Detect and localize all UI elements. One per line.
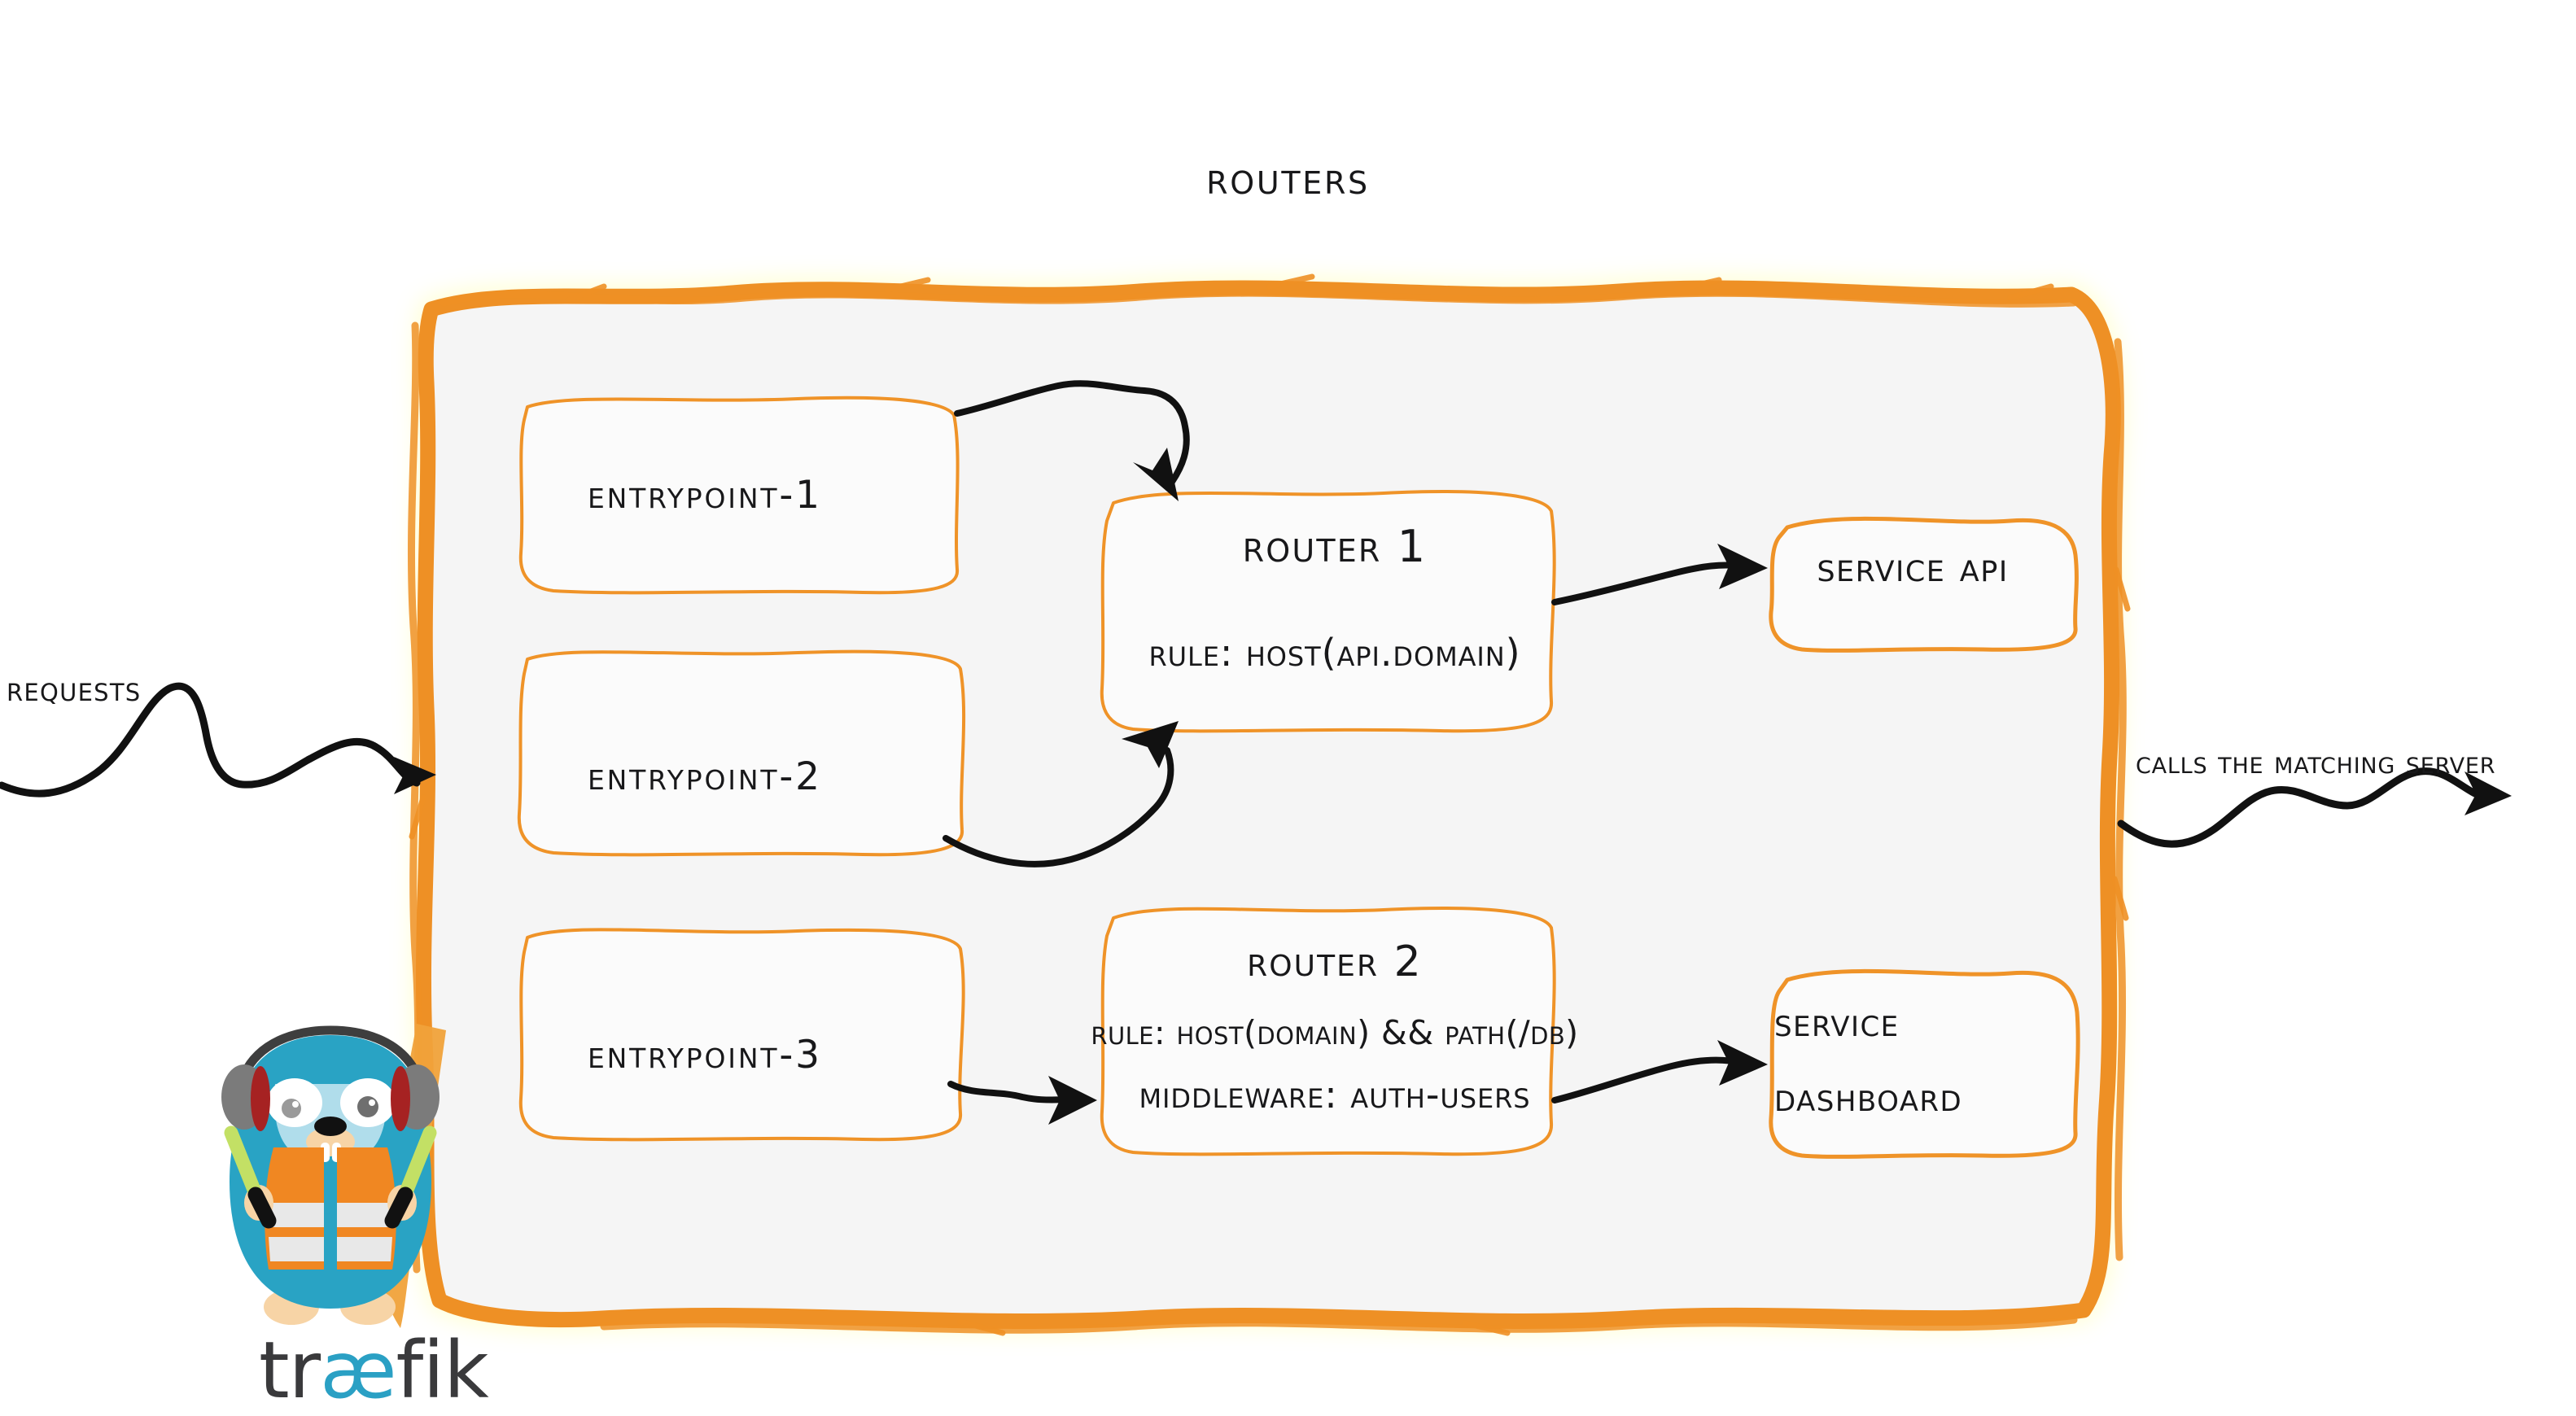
service-label-dashboard-line1: Service <box>1774 999 1900 1046</box>
router-rule-1: rule: Host(api.domain) <box>1148 631 1521 675</box>
arrow-router2-servicedashboard <box>1551 1040 1768 1104</box>
arrow-entrypoint3-router2 <box>947 1076 1097 1125</box>
entrypoint-box-1[interactable] <box>518 396 960 595</box>
traefik-gopher-icon <box>221 1024 446 1328</box>
service-label-api: Service API <box>1817 544 2009 591</box>
router-name-1: Router 1 <box>1242 521 1428 572</box>
service-box-api[interactable] <box>1769 516 2079 653</box>
entrypoint-label-3: entrypoint-3 <box>588 1033 822 1077</box>
router-middleware-2: Middleware: auth-users <box>1139 1073 1531 1117</box>
service-box-dashboard[interactable] <box>1769 968 2080 1159</box>
entrypoint-box-3[interactable] <box>518 928 965 1142</box>
arrow-calls-out <box>2117 767 2512 848</box>
router-name-2: Router 2 <box>1247 937 1423 986</box>
router-rule-2: rule: Host(domain) && Path(/db) <box>1091 1013 1579 1052</box>
wordmark-suffix: fik <box>396 1325 489 1416</box>
router-box-1[interactable] <box>1100 490 1556 733</box>
arrow-entrypoint1-router1 <box>954 380 1190 501</box>
page-title: Routers <box>1206 153 1370 204</box>
entrypoint-box-2[interactable] <box>517 649 966 857</box>
entrypoint-label-1: entrypoint-1 <box>588 473 822 518</box>
router-box-2[interactable] <box>1100 907 1556 1156</box>
arrow-router1-serviceapi <box>1551 544 1768 605</box>
calls-matching-server-caption: Calls the matching server <box>2136 745 2496 780</box>
wordmark-prefix: tr <box>259 1325 321 1416</box>
wordmark-ligature: æ <box>320 1325 396 1416</box>
service-label-dashboard-line2: Dashboard <box>1774 1074 1963 1121</box>
traefik-wordmark: træfik <box>259 1325 489 1416</box>
arrow-requests-in <box>0 682 436 798</box>
entrypoint-label-2: entrypoint-2 <box>588 754 822 799</box>
arrow-entrypoint2-router1 <box>942 721 1179 868</box>
requests-caption: Requests <box>7 669 142 709</box>
